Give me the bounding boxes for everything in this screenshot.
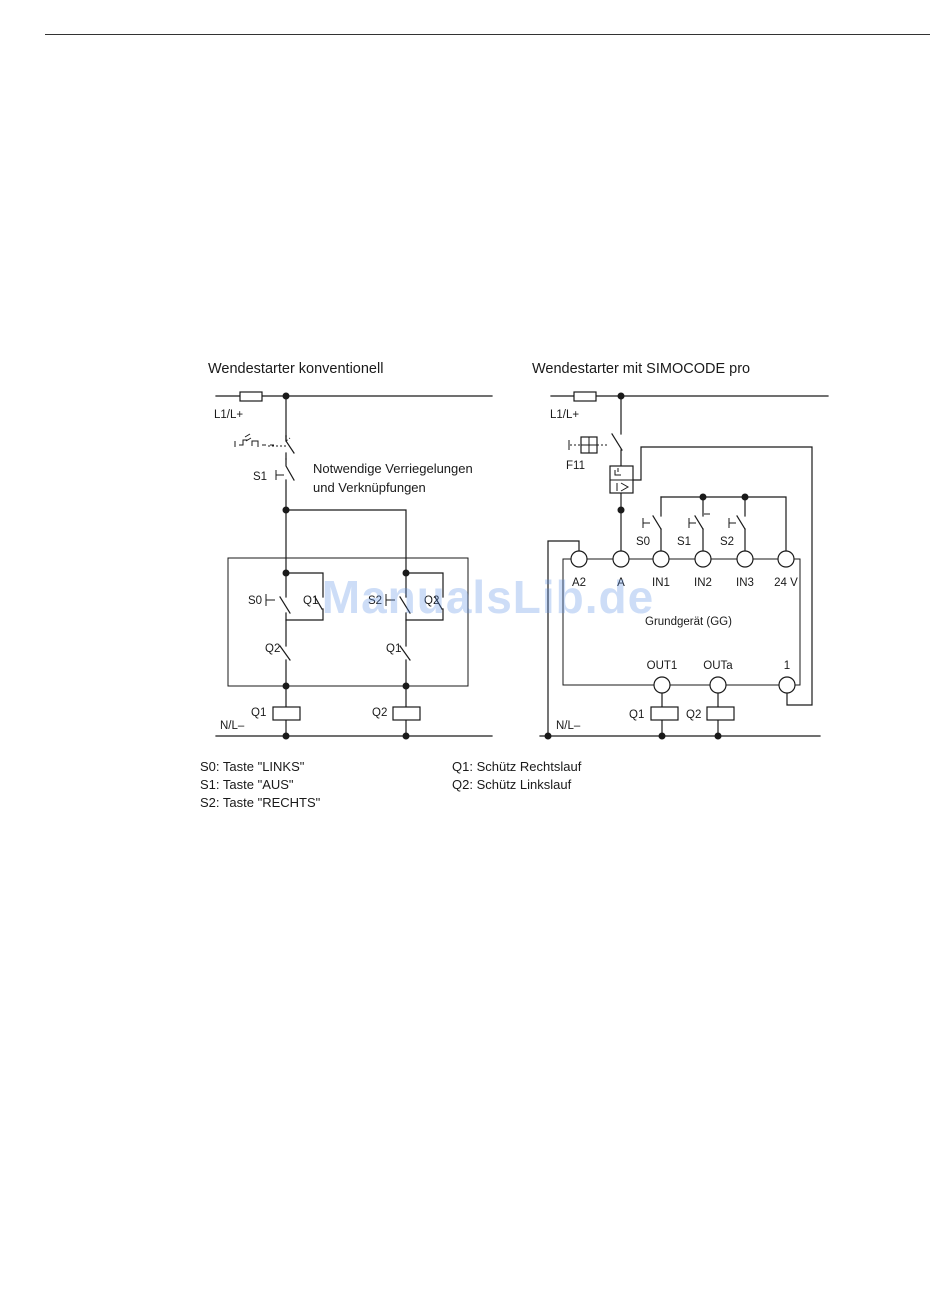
junction-dot: [282, 682, 290, 690]
junction-dot: [741, 493, 749, 501]
interlock-box: [227, 557, 469, 687]
q2-coil-label: Q2: [372, 707, 387, 719]
legend: S0: Taste "LINKS" S1: Taste "AUS" S2: Ta…: [200, 759, 582, 810]
terminal-a: [612, 550, 630, 568]
q2-holding-wire: [405, 572, 444, 598]
legend-s1: S1: Taste "AUS": [200, 777, 294, 792]
simocode-circuit: Wendestarter mit SIMOCODE pro L1/L+ F11: [532, 361, 829, 740]
legend-s0: S0: Taste "LINKS": [200, 759, 305, 774]
terminal-in1: [652, 550, 670, 568]
terminal-label-outa: OUTa: [703, 660, 733, 672]
simocode-q1-coil: [650, 706, 679, 721]
left-overload-symbol: [234, 433, 274, 447]
terminal-label-a2: A2: [572, 577, 586, 589]
btn-s1-label: S1: [677, 536, 691, 548]
junction-dot: [282, 392, 290, 400]
btn-s2-label: S2: [720, 536, 734, 548]
simocode-buttons: [642, 513, 746, 530]
legend-q2: Q2: Schütz Linkslauf: [452, 777, 572, 792]
actuator-line: [285, 437, 291, 442]
terminal-label-24v: 24 V: [774, 577, 798, 589]
junction-dot: [402, 732, 410, 740]
s1-stop-button: [275, 435, 295, 481]
f11-breaker: [568, 433, 634, 494]
terminal-label-1: 1: [784, 660, 790, 672]
left-cross-wire: [285, 509, 407, 598]
s2-label: S2: [368, 595, 382, 607]
junction-dot: [658, 732, 666, 740]
terminal-in2: [694, 550, 712, 568]
right-supply-label: L1/L+: [550, 409, 579, 421]
terminal-in3: [736, 550, 754, 568]
terminal-out1: [653, 676, 671, 694]
device-label: Grundgerät (GG): [645, 616, 732, 628]
f11-label: F11: [566, 460, 585, 472]
right-fuse: [573, 391, 597, 402]
q1-coil-label: Q1: [251, 707, 266, 719]
q1-coil: [272, 706, 301, 721]
left-fuse: [239, 391, 263, 402]
junction-dot: [544, 732, 552, 740]
legend-q1: Q1: Schütz Rechtslauf: [452, 759, 582, 774]
right-neutral-label: N/L–: [556, 720, 581, 732]
simocode-q1-coil-label: Q1: [629, 709, 644, 721]
q2-coil: [392, 706, 421, 721]
junction-dot: [714, 732, 722, 740]
terminal-label-out1: OUT1: [647, 660, 678, 672]
q2-holding-wire: [405, 608, 444, 621]
junction-dot: [617, 506, 625, 514]
q1-contact-label: Q1: [303, 595, 318, 607]
terminal-label-in3: IN3: [736, 577, 754, 589]
q2-contact-label: Q2: [424, 595, 439, 607]
btn-s0-label: S0: [636, 536, 650, 548]
terminal-label-a: A: [617, 577, 625, 589]
left-title: Wendestarter konventionell: [208, 361, 383, 377]
terminal-a2: [570, 550, 588, 568]
junction-dot: [617, 392, 625, 400]
left-branch: [265, 594, 323, 661]
junction-dot: [402, 569, 410, 577]
simocode-q2-coil-label: Q2: [686, 709, 701, 721]
note-line1: Notwendige Verriegelungen: [313, 461, 473, 476]
legend-s2: S2: Taste "RECHTS": [200, 795, 321, 810]
terminal-24v: [777, 550, 795, 568]
simocode-q2-coil: [706, 706, 735, 721]
right-branch: [385, 594, 443, 661]
junction-dot: [282, 569, 290, 577]
terminal-outa: [709, 676, 727, 694]
junction-dot: [699, 493, 707, 501]
s0-label: S0: [248, 595, 262, 607]
overload-feedback-wire: [632, 446, 813, 706]
conventional-circuit: Wendestarter konventionell L1/L+ S1 Notw…: [208, 361, 493, 740]
q1-holding-wire: [285, 608, 324, 621]
terminal-label-in1: IN1: [652, 577, 670, 589]
q1-interlock-label: Q1: [386, 643, 401, 655]
q2-interlock-label: Q2: [265, 643, 280, 655]
note-line2: und Verknüpfungen: [313, 480, 426, 495]
q1-holding-wire: [285, 572, 324, 598]
terminal-1: [778, 676, 796, 694]
s1-label: S1: [253, 471, 267, 483]
left-neutral-label: N/L–: [220, 720, 245, 732]
base-device: [562, 558, 801, 686]
a2-wire: [547, 540, 580, 737]
junction-dot: [282, 732, 290, 740]
right-title: Wendestarter mit SIMOCODE pro: [532, 361, 750, 377]
terminal-label-in2: IN2: [694, 577, 712, 589]
watermark: ManualsLib.de: [322, 571, 654, 623]
left-supply-label: L1/L+: [214, 409, 243, 421]
junction-dot: [282, 506, 290, 514]
header-rule: [45, 34, 930, 35]
junction-dot: [402, 682, 410, 690]
